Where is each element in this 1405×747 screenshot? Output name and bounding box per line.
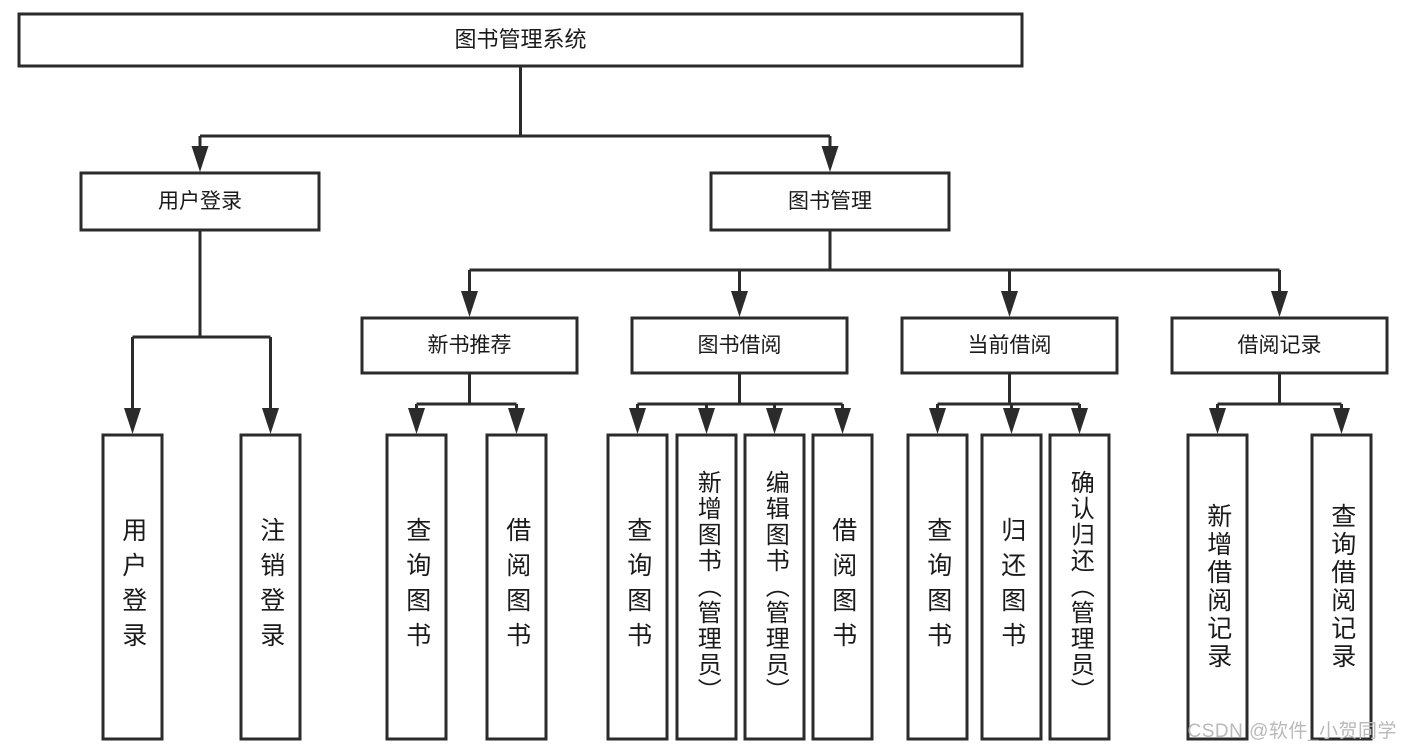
node-box-leaf-return-book[interactable]: [980, 433, 1043, 741]
connector-group: [461, 230, 1288, 317]
arrow-head-icon: [1333, 408, 1350, 434]
boxes-layer: [17, 12, 1389, 741]
arrow-head-icon: [1071, 408, 1088, 434]
connector-group: [408, 373, 525, 434]
node-box-new-book-recommend[interactable]: [360, 316, 579, 375]
node-box-current-borrow[interactable]: [900, 316, 1119, 375]
node-label-new-book-recommend: 新书推荐: [428, 334, 512, 357]
node-box-leaf-confirm-return[interactable]: [1048, 433, 1111, 741]
arrow-head-icon: [1271, 291, 1288, 317]
node-label-root: 图书管理系统: [454, 27, 586, 52]
node-box-book-manage[interactable]: [709, 171, 951, 232]
arrow-head-icon: [508, 408, 525, 434]
arrow-head-icon: [821, 146, 839, 172]
watermark: CSDN @软件_小贺同学: [1187, 721, 1397, 742]
node-box-leaf-query-book-2[interactable]: [606, 433, 669, 741]
arrow-head-icon: [408, 408, 425, 434]
node-box-leaf-edit-book[interactable]: [743, 433, 806, 741]
arrow-head-icon: [1001, 291, 1018, 317]
arrow-head-icon: [929, 408, 946, 434]
arrow-head-icon: [1003, 408, 1020, 434]
node-label-book-manage: 图书管理: [788, 190, 872, 213]
connector-group: [124, 230, 279, 434]
node-box-leaf-user-login[interactable]: [101, 433, 164, 741]
node-box-leaf-query-book-3[interactable]: [906, 433, 969, 741]
node-label-book-borrow: 图书借阅: [698, 334, 782, 357]
arrow-head-icon: [834, 408, 851, 434]
arrow-head-icon: [1209, 408, 1226, 434]
arrow-head-icon: [191, 146, 209, 172]
connector-group: [629, 373, 851, 434]
arrow-head-icon: [766, 408, 783, 434]
node-box-leaf-query-record[interactable]: [1310, 433, 1373, 741]
edges-layer: [124, 66, 1350, 434]
connector-group: [1209, 373, 1350, 434]
node-label-borrow-record: 借阅记录: [1238, 334, 1322, 357]
arrow-head-icon: [731, 291, 748, 317]
node-box-leaf-add-record[interactable]: [1186, 433, 1249, 741]
node-box-user-login[interactable]: [79, 171, 321, 232]
node-box-leaf-query-book-1[interactable]: [385, 433, 448, 741]
arrow-head-icon: [698, 408, 715, 434]
node-box-leaf-logout[interactable]: [239, 433, 302, 741]
node-box-leaf-add-book[interactable]: [675, 433, 738, 741]
arrow-head-icon: [124, 408, 141, 434]
node-label-user-login: 用户登录: [158, 190, 242, 213]
arrow-head-icon: [629, 408, 646, 434]
node-box-leaf-borrow-book-1[interactable]: [485, 433, 548, 741]
arrow-head-icon: [262, 408, 279, 434]
node-box-borrow-record[interactable]: [1170, 316, 1389, 375]
connector-group: [191, 66, 839, 172]
node-box-leaf-borrow-book-2[interactable]: [811, 433, 874, 741]
node-label-current-borrow: 当前借阅: [968, 334, 1052, 357]
connector-group: [929, 373, 1088, 434]
node-box-root[interactable]: [17, 12, 1024, 68]
arrow-head-icon: [461, 291, 478, 317]
node-box-book-borrow[interactable]: [630, 316, 849, 375]
